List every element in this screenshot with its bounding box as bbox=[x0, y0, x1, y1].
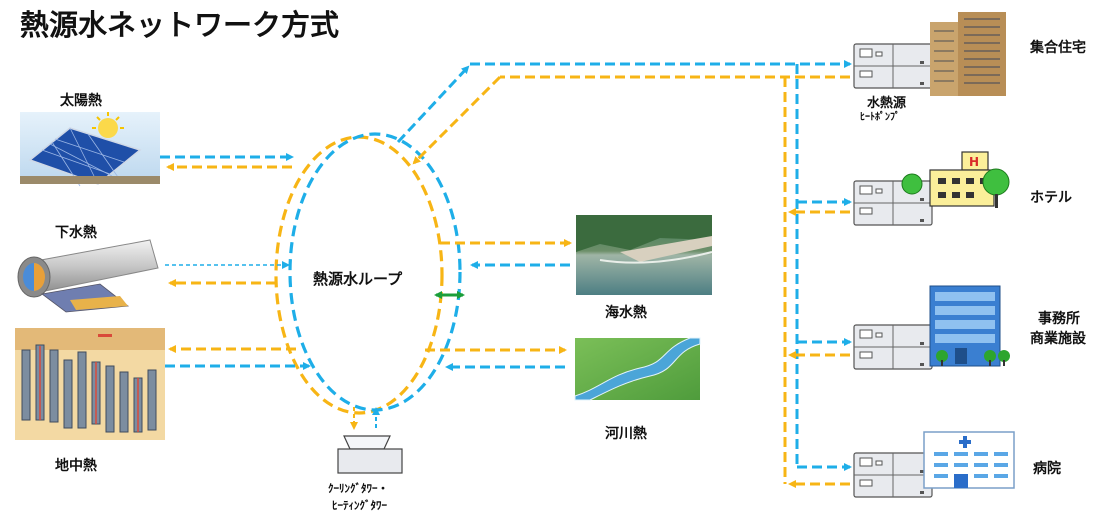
seawater-image bbox=[576, 215, 713, 295]
solar-panel-image bbox=[20, 112, 160, 187]
cooling-tower-icon bbox=[337, 435, 403, 474]
loop-label: 熱源水ループ bbox=[313, 270, 403, 288]
building-label-hotel: ホテル bbox=[1030, 190, 1072, 206]
sewage-label: 下水熱 bbox=[55, 225, 97, 241]
building-label-hospital: 病院 bbox=[1033, 461, 1061, 477]
solar-label: 太陽熱 bbox=[60, 93, 102, 109]
geothermal-label: 地中熱 bbox=[55, 458, 97, 474]
svg-text:H: H bbox=[969, 155, 979, 169]
river-label: 河川熱 bbox=[605, 426, 647, 442]
building-label-office-1: 事務所 bbox=[1038, 311, 1080, 327]
hospital-building-icon bbox=[923, 431, 1015, 489]
heat-pump-office bbox=[853, 324, 933, 370]
heat-pump-label-1: 水熱源 bbox=[867, 96, 907, 111]
loop-blue bbox=[288, 132, 462, 412]
cooling-tower-label-2: ﾋｰﾃｨﾝｸﾞﾀﾜｰ bbox=[332, 499, 387, 512]
building-label-housing: 集合住宅 bbox=[1030, 40, 1086, 56]
seawater-label: 海水熱 bbox=[605, 305, 647, 321]
sewage-pipe-image bbox=[17, 239, 159, 313]
loop-orange bbox=[274, 135, 444, 415]
page-title: 熱源水ネットワーク方式 bbox=[20, 8, 340, 42]
building-label-office-2: 商業施設 bbox=[1030, 331, 1086, 347]
heat-pump-housing bbox=[853, 43, 933, 89]
geothermal-image bbox=[15, 328, 165, 440]
office-building-icon bbox=[929, 285, 1010, 367]
heat-pump-hospital bbox=[853, 452, 933, 498]
hotel-building-icon: H bbox=[901, 151, 1010, 208]
apartment-building-icon bbox=[930, 12, 1006, 96]
cooling-tower-label-1: ｸｰﾘﾝｸﾞﾀﾜｰ・ bbox=[328, 482, 389, 495]
river-image bbox=[574, 337, 701, 401]
heat-pump-label-2: ﾋｰﾄﾎﾟﾝﾌﾟ bbox=[860, 112, 900, 123]
